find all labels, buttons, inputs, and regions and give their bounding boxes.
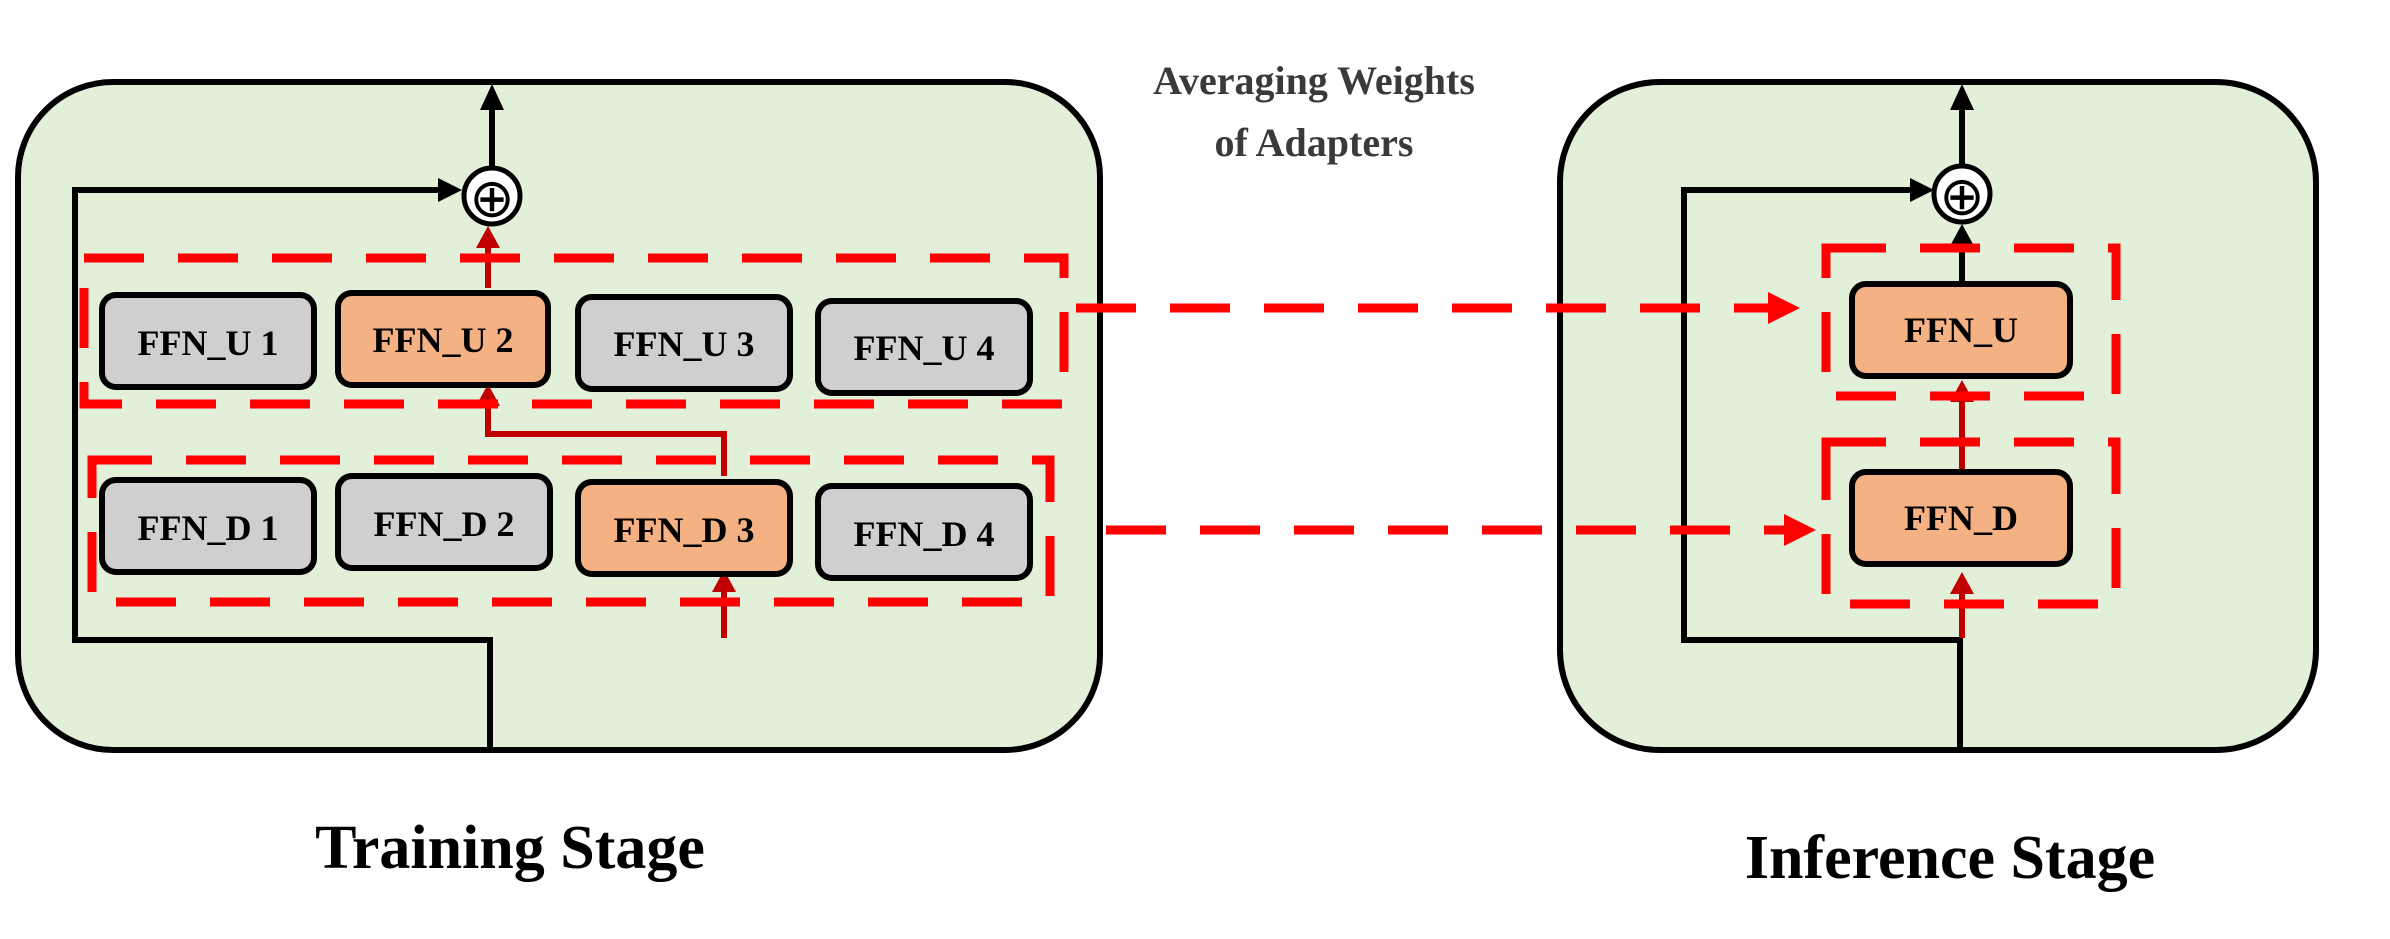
ffn-u-3-box bbox=[575, 294, 793, 392]
ffn-u-4-box bbox=[815, 298, 1033, 396]
training-route-arrowhead-sum bbox=[476, 226, 500, 248]
ffn-d-3-box bbox=[575, 479, 793, 577]
ffn-d-merged-box bbox=[1849, 469, 2073, 567]
ffn-d-4-box bbox=[815, 483, 1033, 581]
training-sum-symbol: ⊕ bbox=[469, 167, 514, 230]
training-residual-arrowhead bbox=[438, 178, 462, 202]
ffn-u-merged-label: FFN_U bbox=[1904, 310, 2018, 350]
annotation-line-2: of Adapters bbox=[1215, 120, 1414, 165]
inference-output-arrowhead bbox=[1950, 84, 1974, 110]
training-down-group-border bbox=[87, 455, 1055, 607]
ffn-d-2-label: FFN_D 2 bbox=[374, 504, 515, 544]
ffn-d-merged-label: FFN_D bbox=[1904, 498, 2018, 538]
training-output-arrowhead bbox=[480, 84, 504, 110]
ffn-u-1-label: FFN_U 1 bbox=[138, 323, 279, 363]
inference-stage-caption: Inference Stage bbox=[1745, 824, 2155, 892]
ffn-u-merged-box bbox=[1849, 281, 2073, 379]
ffn-d-4-label: FFN_D 4 bbox=[854, 514, 995, 554]
ffn-d-3-label: FFN_D 3 bbox=[614, 510, 755, 550]
inference-route-arrowhead-in bbox=[1950, 572, 1974, 594]
ffn-u-2-label: FFN_U 2 bbox=[373, 320, 514, 360]
ffn-d-2-box bbox=[335, 473, 553, 571]
training-up-group-border bbox=[79, 253, 1069, 409]
ffn-u-2-box bbox=[335, 290, 551, 388]
inference-residual-path bbox=[1681, 187, 1963, 748]
inference-route-arrowhead-sum bbox=[1950, 224, 1974, 246]
ffn-d-1-box bbox=[99, 477, 317, 575]
ffn-d-1-label: FFN_D 1 bbox=[138, 508, 279, 548]
inference-up-group-border bbox=[1821, 243, 2121, 401]
annotation-line-1: Averaging Weights bbox=[1153, 58, 1475, 103]
inference-residual-arrowhead bbox=[1910, 178, 1934, 202]
training-stage-caption: Training Stage bbox=[315, 814, 705, 882]
merge-arrow-up-head bbox=[1768, 292, 1800, 324]
merge-arrow-down-head bbox=[1784, 514, 1816, 546]
ffn-u-4-label: FFN_U 4 bbox=[854, 328, 995, 368]
inference-down-group-border bbox=[1821, 437, 2121, 609]
inference-sum-node bbox=[1931, 163, 1993, 225]
training-route-arrowhead-down bbox=[712, 570, 736, 592]
inference-panel bbox=[1557, 79, 2319, 753]
inference-sum-symbol: ⊕ bbox=[1939, 165, 1984, 228]
training-route-cross bbox=[485, 404, 727, 476]
ffn-u-3-label: FFN_U 3 bbox=[614, 324, 755, 364]
training-sum-node bbox=[461, 165, 523, 227]
training-residual-path bbox=[72, 187, 493, 748]
training-panel bbox=[15, 79, 1103, 753]
ffn-u-1-box bbox=[99, 292, 317, 390]
